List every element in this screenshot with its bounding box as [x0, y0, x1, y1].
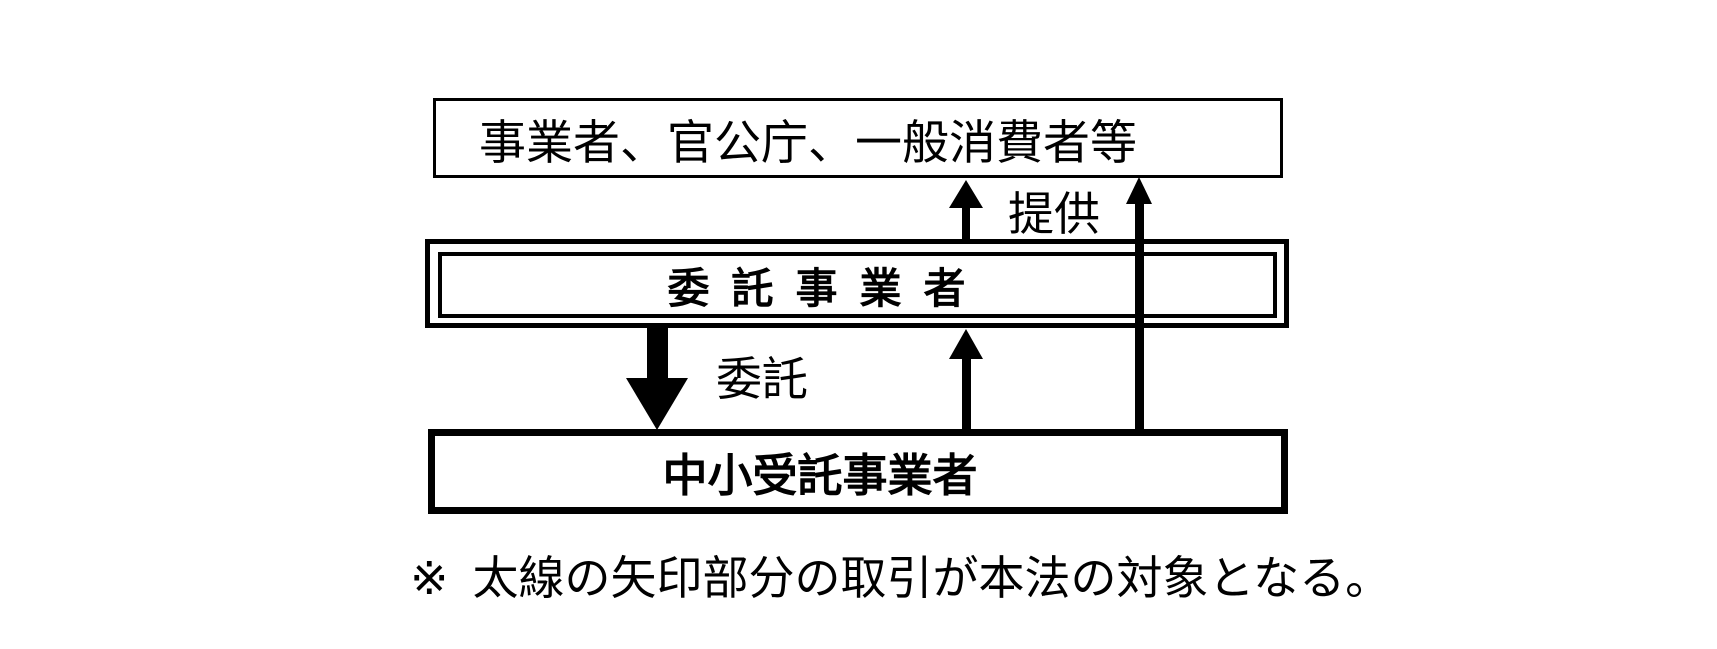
deliver-up-arrow	[949, 329, 983, 429]
subcontractor-box-label: 中小受託事業者	[662, 451, 978, 501]
consign-down-arrow-shaft	[647, 327, 668, 382]
provide-up-arrow-head	[949, 180, 983, 208]
deliver-up-arrow-head	[949, 329, 983, 359]
provide-long-up-arrow-head	[1126, 177, 1152, 204]
consign-down-arrow	[626, 327, 688, 430]
provide-up-arrow	[949, 180, 983, 242]
consigner-box-label: 委託事業者	[667, 266, 988, 313]
footnote: ※ 太線の矢印部分の取引が本法の対象となる。	[410, 553, 1391, 606]
consumers-box: 事業者、官公庁、一般消費者等	[433, 98, 1283, 178]
footnote-text: 太線の矢印部分の取引が本法の対象となる。	[472, 553, 1392, 604]
consign-down-arrow-head	[626, 378, 688, 430]
consign-label: 委託	[716, 354, 808, 405]
provide-label: 提供	[1008, 189, 1100, 240]
consumers-box-label: 事業者、官公庁、一般消費者等	[479, 117, 1137, 170]
provide-long-up-arrow-shaft	[1135, 201, 1144, 429]
deliver-up-arrow-shaft	[962, 356, 971, 429]
provide-up-arrow-shaft	[962, 206, 970, 242]
provide-long-up-arrow	[1126, 177, 1153, 429]
subcontractor-box: 中小受託事業者	[428, 429, 1288, 514]
footnote-marker: ※	[410, 553, 449, 604]
